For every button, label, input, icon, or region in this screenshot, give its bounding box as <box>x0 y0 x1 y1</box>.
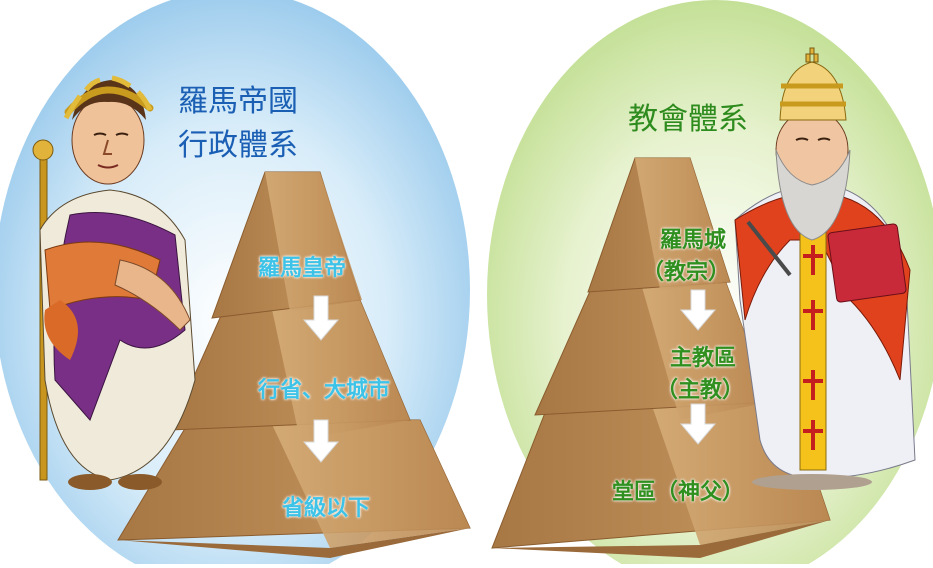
left-title-line2: 行政體系 <box>178 128 298 163</box>
left-tier-top-label: 羅馬皇帝 <box>258 256 347 281</box>
right-tier-middle-line2: （主教） <box>656 378 745 403</box>
arrow-down-icon <box>302 419 340 463</box>
arrow-down-icon <box>302 295 340 341</box>
left-tier-bottom-label: 省級以下 <box>282 496 371 521</box>
right-tier-top-line2: （教宗） <box>642 260 731 285</box>
left-tier-middle-label: 行省、大城市 <box>258 378 391 403</box>
arrow-down-icon <box>679 403 717 445</box>
right-tier-middle-line1: 主教區 <box>670 346 737 371</box>
left-pyramid <box>117 171 471 558</box>
right-title: 教會體系 <box>628 102 748 137</box>
pope-figure <box>734 47 916 490</box>
right-tier-top-line1: 羅馬城 <box>660 228 727 253</box>
arrow-down-icon <box>679 289 717 331</box>
right-tier-bottom-label: 堂區（神父） <box>612 480 745 505</box>
left-title-line1: 羅馬帝國 <box>178 84 298 119</box>
roman-emperor-figure <box>32 75 196 490</box>
right-pyramid <box>491 157 831 558</box>
